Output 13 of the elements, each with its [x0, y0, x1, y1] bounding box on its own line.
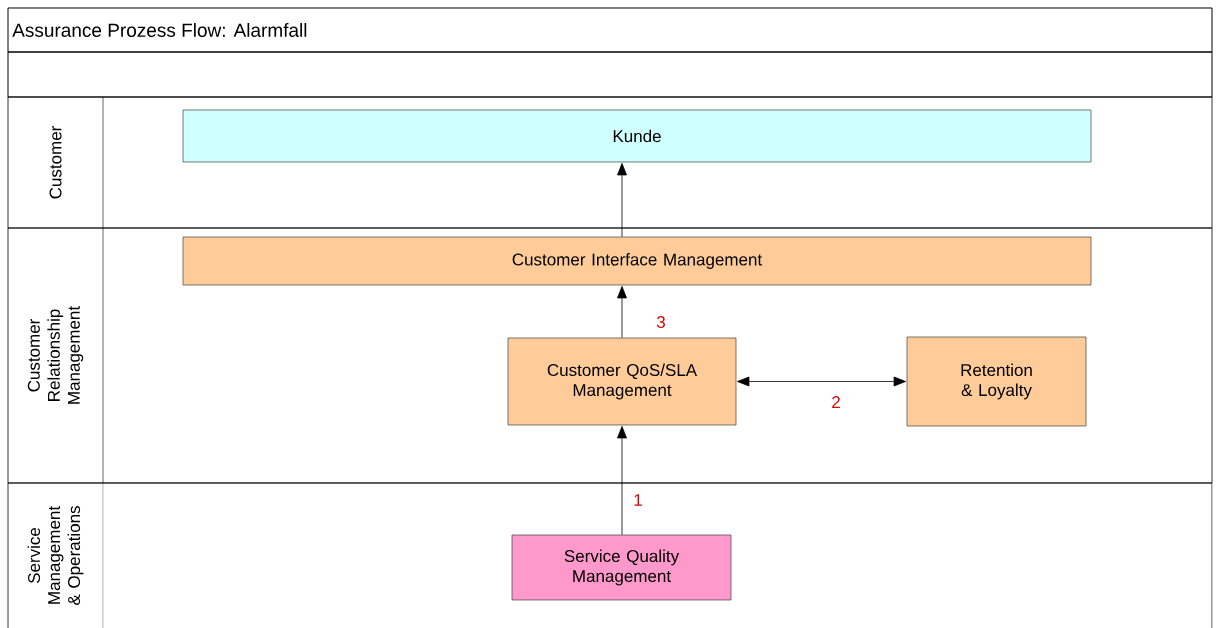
- process-box: Customer Interface Management: [182, 236, 1092, 286]
- arrow: [617, 286, 627, 339]
- process-box: Kunde: [182, 109, 1092, 163]
- arrow: [737, 376, 906, 387]
- arrow: [617, 426, 627, 536]
- title-bar: Assurance Prozess Flow: Alarmfall: [7, 7, 1213, 53]
- edge-label: 3: [656, 315, 665, 328]
- edge-label: 1: [634, 494, 642, 506]
- arrow: [617, 163, 627, 238]
- process-box: Retention & Loyalty: [906, 336, 1087, 427]
- process-box: Service Quality Management: [511, 534, 732, 601]
- edge-label: 2: [832, 396, 840, 408]
- process-box: Customer QoS/SLA Management: [507, 337, 737, 426]
